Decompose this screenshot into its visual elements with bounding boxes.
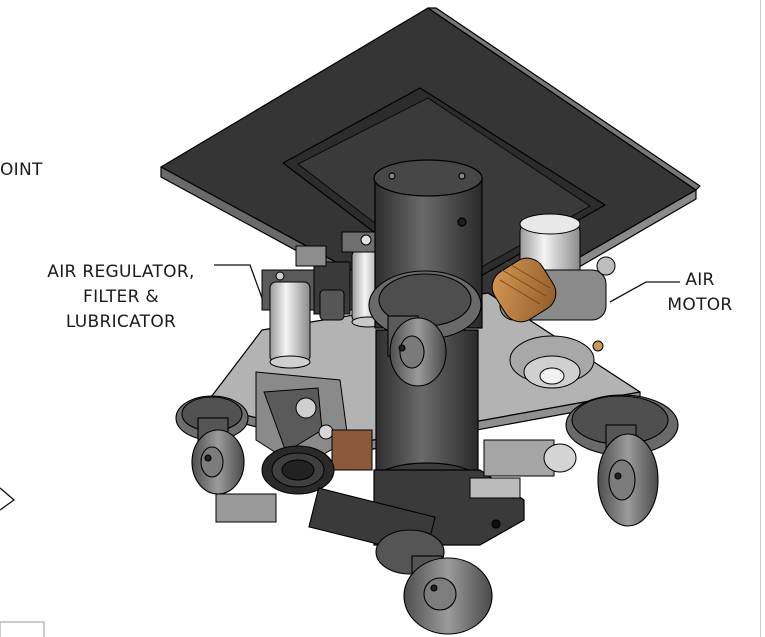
label-air-motor: AIR MOTOR: [652, 268, 748, 318]
caster-bottom: [308, 487, 493, 635]
leader-air-motor: [609, 281, 680, 303]
caster-center: [368, 270, 482, 387]
label-truncated-text: OINT: [0, 160, 43, 180]
air-motor: [491, 213, 616, 389]
frame-fragment: [0, 621, 45, 637]
muffler-coil: [491, 257, 557, 323]
leader-lines: [0, 264, 680, 511]
label-air-regulator-line1: AIR REGULATOR,: [47, 262, 195, 282]
lower-valves: [469, 439, 577, 499]
caster-left: [175, 395, 249, 495]
label-air-motor-line2: MOTOR: [667, 295, 733, 315]
frame-border: [760, 0, 761, 637]
label-air-regulator-line2: FILTER &: [83, 287, 159, 307]
label-truncated: OINT: [0, 158, 43, 183]
brake-bracket: [215, 371, 373, 523]
leader-left-edge: [0, 487, 16, 511]
label-air-regulator-line3: LUBRICATOR: [65, 312, 177, 332]
caster-right: [565, 394, 679, 527]
leader-air-regulator: [214, 264, 263, 299]
label-air-motor-line1: AIR: [685, 270, 715, 290]
label-air-regulator: AIR REGULATOR, FILTER & LUBRICATOR: [28, 260, 214, 335]
